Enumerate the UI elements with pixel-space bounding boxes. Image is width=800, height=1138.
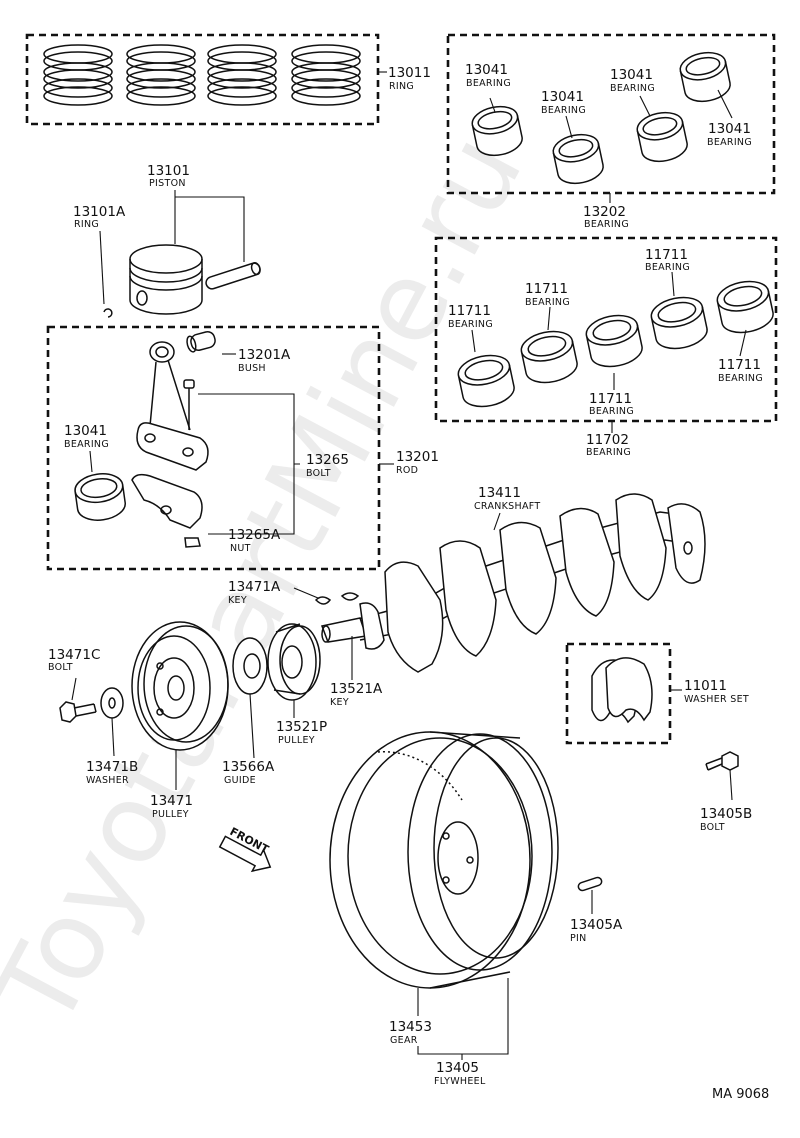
part-name-13566A: GUIDE: [224, 775, 256, 786]
part-number-13405: 13405: [436, 1060, 479, 1076]
part-number-13566A: 13566A: [222, 759, 275, 775]
part-number-13411: 13411: [478, 485, 521, 501]
part-number-11711-b: 11711: [525, 281, 568, 297]
part-number-13201A: 13201A: [238, 347, 291, 363]
part-number-13521P: 13521P: [276, 719, 327, 735]
part-number-13041-b: 13041: [541, 89, 584, 105]
part-name-11711-d: BEARING: [645, 262, 690, 273]
part-number-13471: 13471: [150, 793, 193, 809]
part-name-13265: BOLT: [306, 468, 331, 479]
part-number-13265A: 13265A: [228, 527, 281, 543]
piston-ring-stacks: [43, 44, 361, 106]
thrust-washer-pair: [591, 657, 653, 724]
connecting-rod: [131, 330, 216, 548]
crankshaft: [320, 493, 706, 673]
part-number-13041-rod: 13041: [64, 423, 107, 439]
part-name-11711-c: BEARING: [589, 406, 634, 417]
part-name-13041-d: BEARING: [707, 137, 752, 148]
part-number-11711-e: 11711: [718, 357, 761, 373]
part-number-13041-a: 13041: [465, 62, 508, 78]
part-name-13201A: BUSH: [238, 363, 266, 374]
rod-bearing-shell: [74, 473, 126, 521]
flywheel-bolt-icon: [705, 751, 739, 771]
part-name-13471: PULLEY: [152, 809, 189, 820]
pulley-bolt-icon: [59, 701, 97, 723]
flywheel: [329, 731, 559, 989]
part-number-11702: 11702: [586, 432, 629, 448]
upper-bearing-set-box: [446, 33, 776, 195]
washer-set-box: [565, 642, 672, 745]
part-name-13471A: KEY: [228, 595, 247, 606]
pulley-washer: [100, 687, 124, 719]
guide-plate: [232, 637, 268, 695]
part-number-11711-a: 11711: [448, 303, 491, 319]
part-name-13521P: PULLEY: [278, 735, 315, 746]
part-name-13405A: PIN: [570, 933, 587, 944]
con-rod-bearing-shells: [471, 51, 731, 185]
key-a-icon: [314, 596, 332, 605]
part-name-11702: BEARING: [586, 447, 631, 458]
part-name-13405B: BOLT: [700, 822, 725, 833]
part-number-13521A: 13521A: [330, 681, 383, 697]
part-name-13471C: BOLT: [48, 662, 73, 673]
part-number-13011: 13011: [388, 65, 431, 81]
part-name-13041-rod: BEARING: [64, 439, 109, 450]
part-number-13471B: 13471B: [86, 759, 138, 775]
part-name-13411: CRANKSHAFT: [474, 501, 540, 512]
part-number-13405B: 13405B: [700, 806, 752, 822]
main-bearing-set-box: [434, 236, 778, 423]
part-name-11011: WASHER SET: [684, 694, 749, 705]
part-number-13101: 13101: [147, 163, 190, 179]
crank-pulley: [131, 621, 229, 751]
part-number-13453: 13453: [389, 1019, 432, 1035]
part-number-13041-d: 13041: [708, 121, 751, 137]
diagram-reference-code: MA 9068: [712, 1087, 769, 1102]
part-name-13471B: WASHER: [86, 775, 129, 786]
part-name-13453: GEAR: [390, 1035, 418, 1046]
part-name-13101A: RING: [74, 219, 99, 230]
part-name-11711-e: BEARING: [718, 373, 763, 384]
part-number-13471A: 13471A: [228, 579, 281, 595]
front-direction-arrow: FRONT: [218, 825, 271, 873]
part-name-13041-a: BEARING: [466, 78, 511, 89]
part-number-13265: 13265: [306, 452, 349, 468]
part-number-11011: 11011: [684, 678, 727, 694]
part-number-11711-c: 11711: [589, 391, 632, 407]
part-number-13101A: 13101A: [73, 204, 126, 220]
part-name-11711-a: BEARING: [448, 319, 493, 330]
part-number-13202: 13202: [583, 204, 626, 220]
part-number-13201: 13201: [396, 449, 439, 465]
piston: [103, 244, 261, 318]
part-name-13041-c: BEARING: [610, 83, 655, 94]
part-name-13041-b: BEARING: [541, 105, 586, 116]
part-name-ring-set: RING: [389, 81, 414, 92]
dowel-pin-icon: [577, 876, 603, 892]
part-name-13101: PISTON: [149, 178, 186, 189]
key-b-icon: [340, 592, 360, 601]
ring-set-box: [25, 33, 380, 126]
part-number-13405A: 13405A: [570, 917, 623, 933]
part-number-11711-d: 11711: [645, 247, 688, 263]
part-name-13201: ROD: [396, 465, 418, 476]
part-name-13405: FLYWHEEL: [434, 1076, 486, 1087]
part-number-13041-c: 13041: [610, 67, 653, 83]
rod-set-box: [46, 325, 381, 571]
timing-pulley: [267, 623, 321, 701]
part-name-13265A: NUT: [230, 543, 251, 554]
part-name-13521A: KEY: [330, 697, 349, 708]
part-name-13202: BEARING: [584, 219, 629, 230]
main-bearing-shells: [457, 280, 774, 408]
part-name-11711-b: BEARING: [525, 297, 570, 308]
part-number-13471C: 13471C: [48, 647, 100, 663]
